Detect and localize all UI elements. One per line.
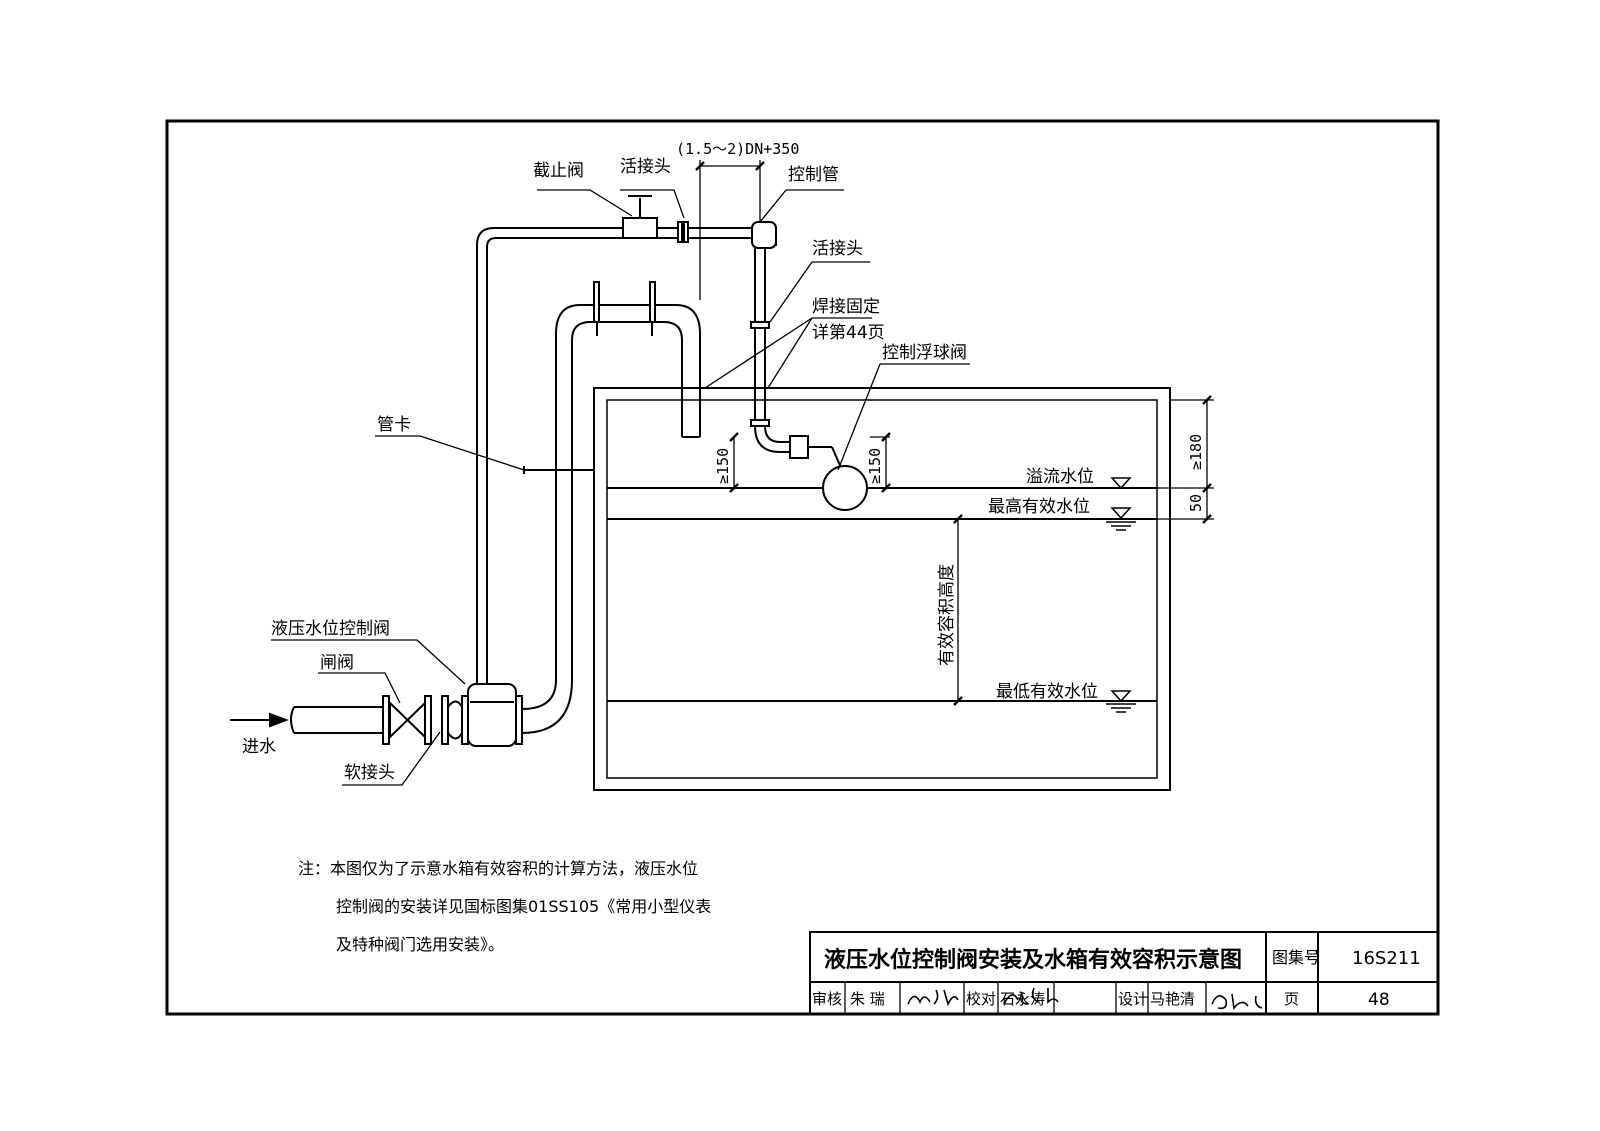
leader-lines <box>271 189 970 786</box>
dimension-lines <box>695 160 1214 706</box>
water-inlet-label: 进水 <box>242 737 276 757</box>
pipe-clamp-label: 管卡 <box>377 415 411 435</box>
design-label: 设计 <box>1118 990 1148 1008</box>
main-supply-pipe <box>521 281 701 734</box>
stop-valve-label: 截止阀 <box>533 161 584 181</box>
check-label: 校对 <box>966 990 996 1008</box>
checker-name: 石永涛 <box>1000 990 1045 1008</box>
reviewer-signature <box>907 989 959 1007</box>
effective-height-label: 有效容积高度 <box>937 564 957 666</box>
dim-ge150-left: ≥150 <box>714 448 732 484</box>
title-block-title: 液压水位控制阀安装及水箱有效容积示意图 <box>824 947 1242 973</box>
page-number: 48 <box>1368 990 1390 1010</box>
page-label: 页 <box>1284 990 1299 1008</box>
overflow-level-label: 溢流水位 <box>1026 467 1094 487</box>
flexible-joint-label: 软接头 <box>344 763 395 783</box>
see-page-label: 详第44页 <box>812 323 885 343</box>
atlas-number: 16S211 <box>1352 948 1421 969</box>
signatures <box>907 987 1263 1010</box>
inlet-arrow <box>230 712 289 728</box>
inlet-pipe <box>290 683 523 747</box>
dim-50: 50 <box>1187 494 1205 512</box>
note-line-3: 及特种阀门选用安装》。 <box>336 935 505 954</box>
gate-valve-body <box>389 700 426 740</box>
note-line-2: 控制阀的安装详见国标图集01SS105《常用小型仪表 <box>336 897 712 916</box>
control-float-valve-label: 控制浮球阀 <box>882 343 967 363</box>
designer-signature <box>1211 993 1263 1010</box>
flexible-joint-flange <box>441 695 449 745</box>
title-block <box>809 931 1439 1015</box>
drawing-frame <box>165 119 1440 1016</box>
reviewer-name: 朱 瑞 <box>850 990 885 1008</box>
checker-signature <box>1003 987 1059 1005</box>
union-joint-right-label: 活接头 <box>812 239 863 259</box>
review-label: 审核 <box>812 990 842 1008</box>
dim-ge150-right: ≥150 <box>866 448 884 484</box>
note-line-1: 注：本图仅为了示意水箱有效容积的计算方法，液压水位 <box>298 859 699 878</box>
float-ball <box>822 465 868 511</box>
gate-valve-label: 闸阀 <box>320 653 354 673</box>
float-valve-body <box>789 435 809 459</box>
pipe-clamp <box>523 466 594 474</box>
designer-name: 马艳清 <box>1150 990 1195 1008</box>
hydraulic-valve-body <box>467 683 517 747</box>
dimension-top-label: (1.5～2)DN+350 <box>676 140 799 158</box>
hydraulic-valve-label: 液压水位控制阀 <box>271 619 390 639</box>
atlas-label: 图集号 <box>1272 948 1320 967</box>
min-level-label: 最低有效水位 <box>996 682 1098 702</box>
weld-fixed-label: 焊接固定 <box>812 297 880 317</box>
dim-ge180: ≥180 <box>1187 434 1205 470</box>
union-joint-right <box>750 321 770 329</box>
control-pipe <box>476 195 868 684</box>
max-level-label: 最高有效水位 <box>988 497 1090 517</box>
stop-valve-body <box>622 217 658 239</box>
water-level-symbols <box>1106 477 1136 713</box>
water-tank <box>593 387 1171 791</box>
union-joint-top-label: 活接头 <box>620 157 671 177</box>
control-pipe-label: 控制管 <box>788 165 839 185</box>
